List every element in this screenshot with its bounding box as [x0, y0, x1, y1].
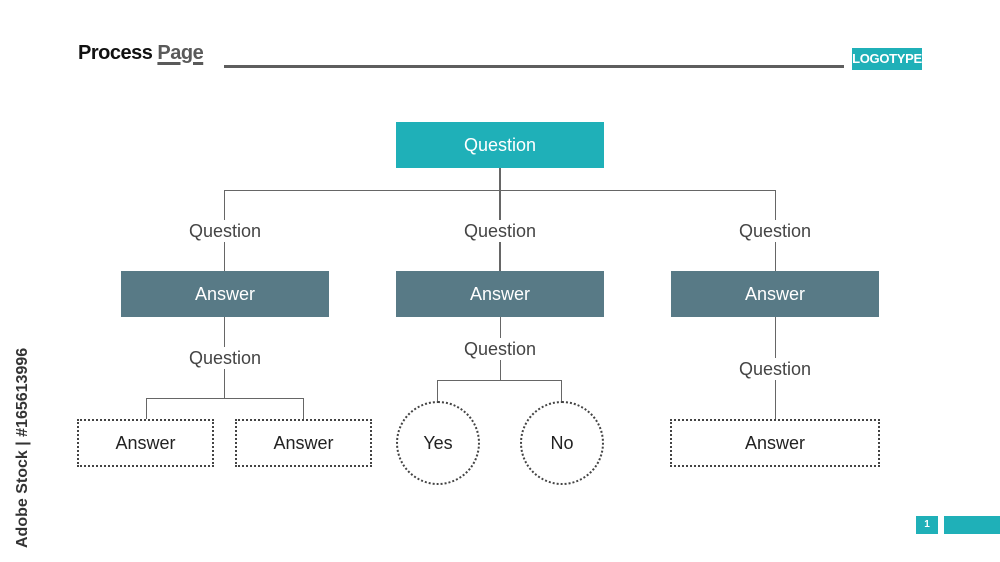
page-title-part2: Page — [157, 42, 204, 64]
connector-left-leaf1 — [146, 398, 147, 419]
leaf-no-circle: No — [520, 401, 604, 485]
branch-label-right: Question — [736, 220, 814, 242]
connector-middle-split — [437, 380, 562, 381]
sub-label-right: Question — [736, 358, 814, 380]
stock-watermark-text: Adobe Stock | #165613996 — [14, 347, 31, 548]
branch-label-middle: Question — [461, 220, 539, 242]
page-title-part1: Process — [78, 42, 153, 64]
page-number-badge: 1 — [916, 516, 938, 534]
leaf-answer-left-2: Answer — [235, 419, 372, 467]
sub-label-middle: Question — [461, 338, 539, 360]
connector-top-horizontal — [224, 190, 776, 191]
answer-box-left: Answer — [121, 271, 329, 317]
leaf-answer-left-1: Answer — [77, 419, 214, 467]
root-question-box: Question — [396, 122, 604, 168]
page-title: Process Page — [78, 42, 204, 65]
leaf-answer-right: Answer — [670, 419, 880, 467]
leaf-yes-circle: Yes — [396, 401, 480, 485]
connector-left-leaf2 — [303, 398, 304, 419]
answer-box-middle: Answer — [396, 271, 604, 317]
logotype-badge: LOGOTYPE — [852, 48, 922, 70]
footer-accent-bar — [944, 516, 1000, 534]
sub-label-left: Question — [186, 347, 264, 369]
connector-left-split — [146, 398, 304, 399]
connector-middle-no — [561, 380, 562, 401]
answer-box-right: Answer — [671, 271, 879, 317]
connector-middle-yes — [437, 380, 438, 401]
header-divider — [224, 65, 844, 68]
connector-root-down — [499, 168, 501, 271]
branch-label-left: Question — [186, 220, 264, 242]
